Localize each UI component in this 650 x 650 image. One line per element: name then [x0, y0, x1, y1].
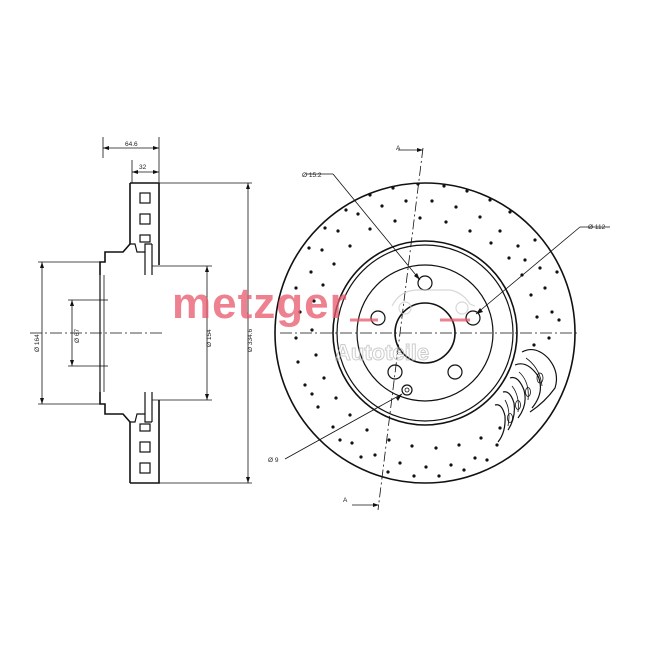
- side-section-view: 64.6 32: [30, 137, 254, 484]
- dim-thickness-total: 64.6: [125, 141, 138, 148]
- center-bore: [394, 302, 456, 364]
- drilled-holes: [294, 182, 561, 478]
- dim-center-bore: Ø 67: [74, 329, 81, 343]
- dim-small-hole: Ø 9: [268, 457, 279, 464]
- logo-car-icon: [391, 289, 476, 322]
- logo-text: metzger: [172, 279, 348, 328]
- dim-hole-diameter: Ø 15.2: [302, 172, 322, 179]
- disc-inner-edge: [332, 240, 518, 426]
- dim-hub-diameter: Ø 164: [34, 334, 41, 352]
- dim-outer-diameter: Ø 334.6: [247, 328, 254, 352]
- section-label-bottom: A: [343, 497, 348, 504]
- front-view: A A: [268, 145, 610, 511]
- bolt-holes: [370, 275, 481, 380]
- dim-pcd: Ø 112: [588, 224, 606, 231]
- dim-inner-diameter: Ø 154: [206, 329, 213, 347]
- metzger-logo-watermark: metzger Autoteile: [172, 279, 476, 366]
- disc-outer-edge: [274, 182, 576, 484]
- small-locating-hole: [401, 384, 413, 396]
- dim-thickness-disc: 32: [139, 164, 147, 171]
- section-label-top: A: [396, 145, 401, 152]
- hub-outer: [356, 264, 494, 402]
- logo-subtitle: Autoteile: [335, 340, 429, 365]
- vent-vanes-cutaway: [494, 348, 558, 443]
